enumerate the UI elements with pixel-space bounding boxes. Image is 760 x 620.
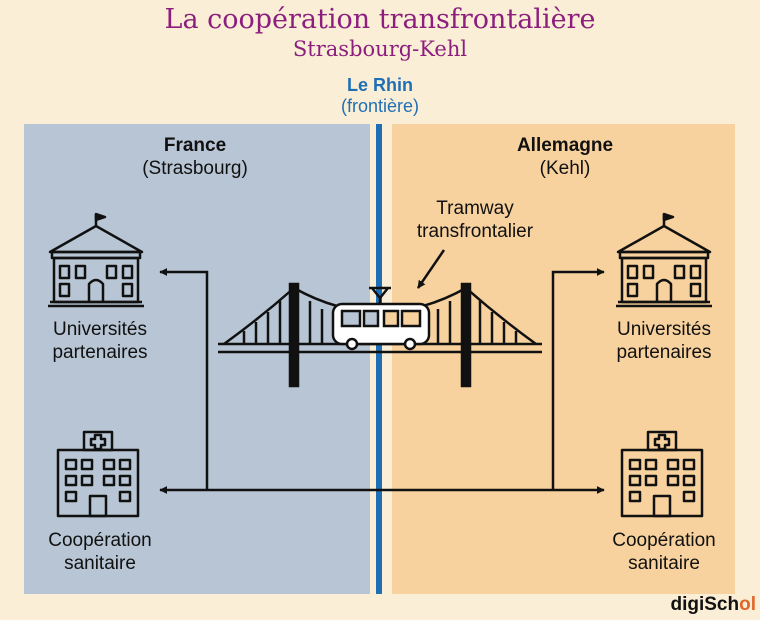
arrow-to-germany-university bbox=[551, 268, 605, 490]
germany-university-label-line1: Universités bbox=[617, 319, 711, 340]
france-health-label-line2: sanitaire bbox=[64, 553, 136, 574]
germany-health-label-line1: Coopération bbox=[612, 530, 716, 551]
tram-label-line2: transfrontalier bbox=[416, 221, 534, 242]
hospital-icon-france bbox=[56, 430, 140, 518]
bridge-icon bbox=[218, 282, 542, 388]
france-city-label: (Strasbourg) bbox=[142, 158, 248, 179]
diagram-subtitle: Strasbourg-Kehl bbox=[292, 37, 468, 61]
connection-arrows bbox=[159, 268, 605, 494]
hospital-icon-germany bbox=[620, 430, 704, 518]
germany-city-label: (Kehl) bbox=[539, 158, 591, 179]
france-university-label-line2: partenaires bbox=[52, 342, 148, 363]
france-university-label-line1: Universités bbox=[53, 319, 147, 340]
germany-health-label-line2: sanitaire bbox=[628, 553, 700, 574]
germany-university-label-line2: partenaires bbox=[616, 342, 712, 363]
germany-country-label: Allemagne bbox=[516, 135, 614, 156]
tram-icon bbox=[331, 286, 431, 351]
france-country-label: France bbox=[163, 135, 227, 156]
arrow-to-france-university bbox=[159, 268, 209, 490]
digischool-logo: digiSchol bbox=[670, 594, 756, 615]
river-note: (frontière) bbox=[340, 96, 420, 116]
river-name: Le Rhin bbox=[347, 75, 413, 95]
france-health-label-line1: Coopération bbox=[48, 530, 152, 551]
tram-pointer-arrow bbox=[416, 249, 446, 289]
university-icon-germany bbox=[614, 212, 714, 308]
tram-label-line1: Tramway bbox=[436, 198, 514, 219]
diagram-title: La coopération transfrontalière bbox=[164, 4, 596, 35]
university-icon-france bbox=[46, 212, 146, 308]
rhine-border-line bbox=[376, 124, 382, 594]
